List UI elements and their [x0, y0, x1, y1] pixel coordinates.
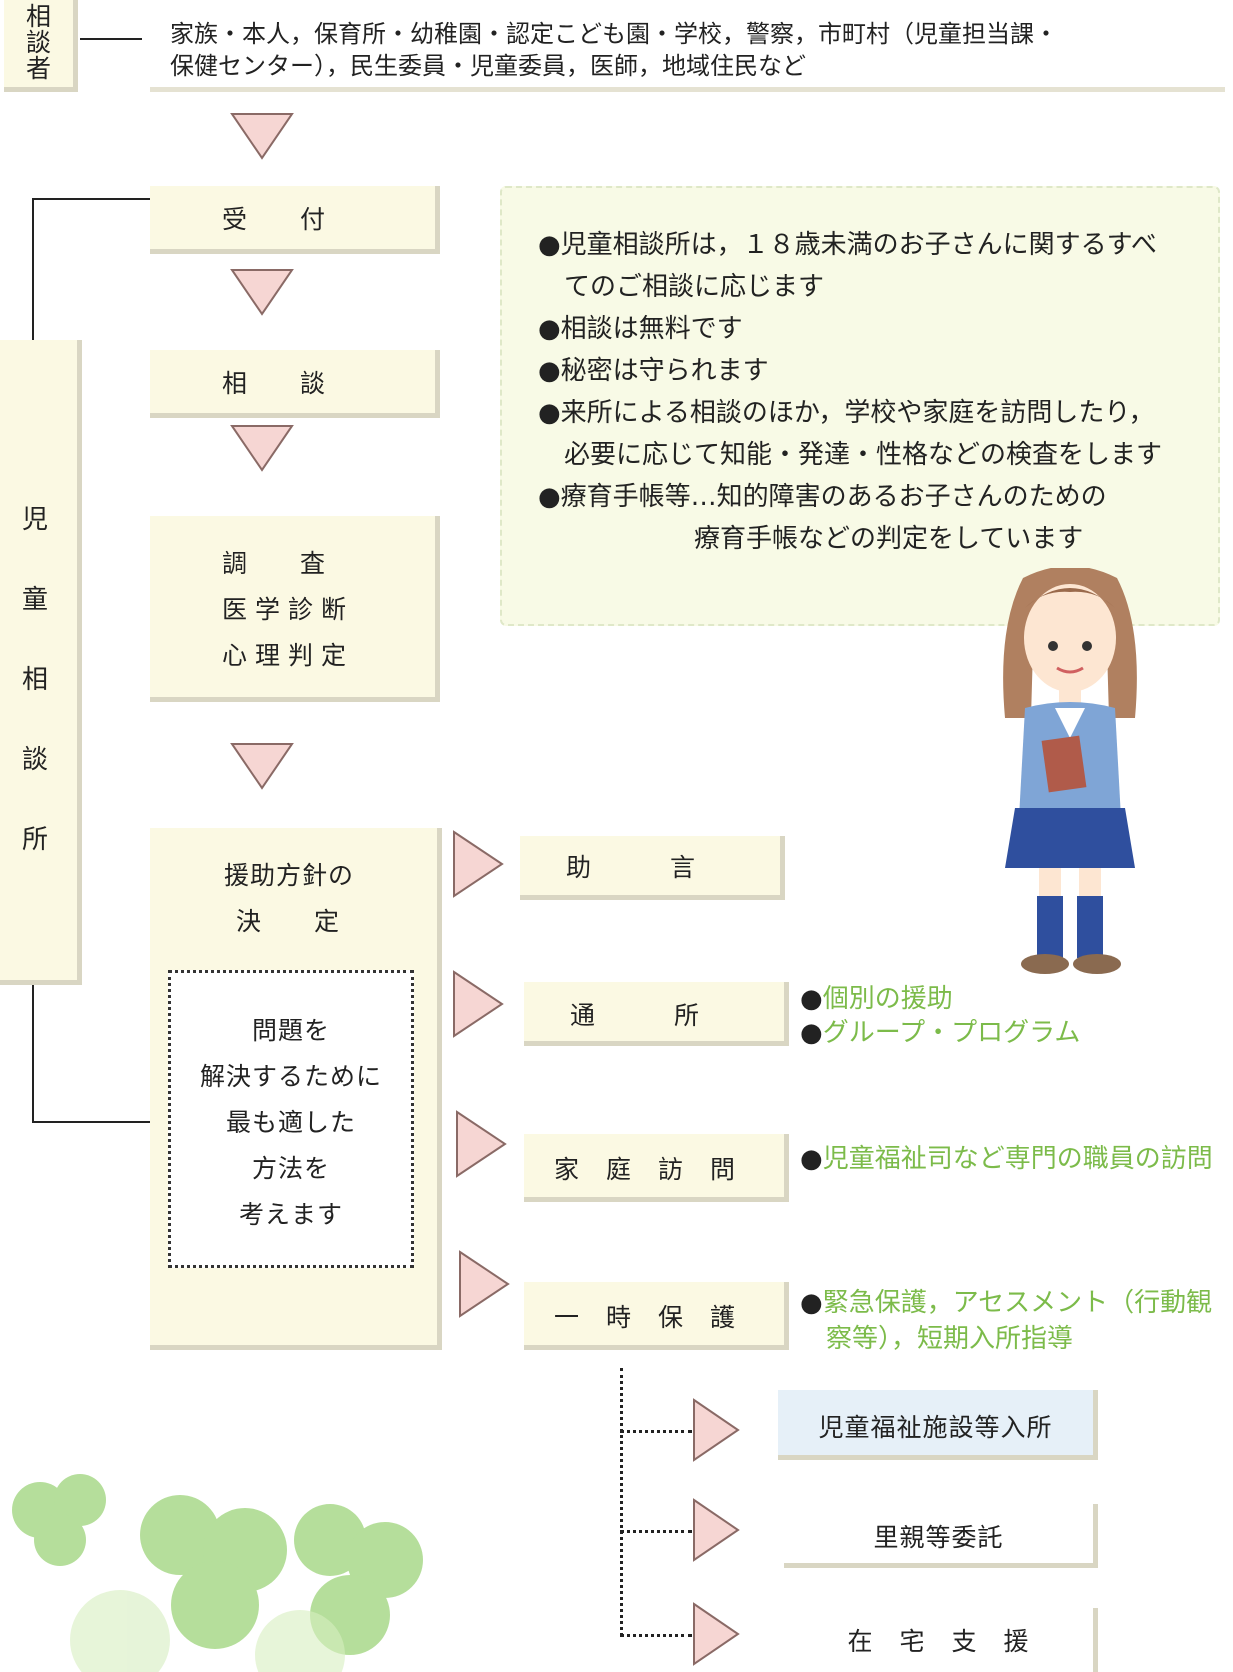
arrow-right-icon — [453, 970, 504, 1038]
step-assessment: 調 査 医学診断 心理判定 — [150, 516, 440, 702]
consulter-connector — [80, 38, 142, 40]
attend-note: ●個別の援助 — [800, 978, 953, 1015]
step-policy-line1: 援助方針の — [224, 861, 355, 890]
bracket-bottom-horizontal — [32, 1121, 150, 1123]
sub-outcome-foster-label: 里親等委託 — [873, 1523, 1004, 1552]
consulter-text-line1: 家族・本人，保育所・幼稚園・認定こども園・学校，警察，市町村（児童担当課・ — [170, 20, 1058, 48]
info-line: 療育手帳などの判定をしています — [538, 524, 1084, 554]
bracket-bottom-vertical — [32, 985, 34, 1122]
bullet-icon: ● — [800, 1144, 823, 1174]
arrow-right-icon — [693, 1602, 740, 1666]
info-line: 必要に応じて知能・発達・性格などの検査をします — [538, 440, 1163, 470]
home-visit-note-text: 児童福祉司など専門の職員の訪問 — [822, 1144, 1213, 1174]
problem-line: 最も適した — [225, 1108, 356, 1137]
outcome-home-visit: 家 庭 訪 問 — [524, 1134, 789, 1202]
arrow-right-icon — [453, 830, 504, 898]
info-line: ●療育手帳等…知的障害のあるお子さんのための — [538, 482, 1107, 512]
step-medical-label: 医学診断 — [222, 595, 355, 624]
consulter-bar — [150, 0, 1225, 92]
clover-decoration-icon — [12, 1474, 423, 1672]
outcome-temp-protection-label: 一 時 保 護 — [554, 1303, 737, 1332]
info-line: ●秘密は守られます — [538, 356, 769, 386]
problem-box: 問題を 解決するために 最も適した 方法を 考えます — [168, 970, 414, 1268]
bullet-icon: ● — [800, 984, 823, 1014]
sub-outcome-foster: 里親等委託 — [784, 1504, 1098, 1568]
problem-line: 方法を — [251, 1154, 330, 1183]
problem-line: 考えます — [238, 1200, 343, 1229]
arrow-down-icon — [230, 425, 294, 472]
consulter-label: 相談者 — [25, 2, 51, 83]
outcome-temp-protection: 一 時 保 護 — [524, 1282, 789, 1350]
step-consultation-label: 相 談 — [222, 369, 327, 398]
bullet-icon: ● — [800, 1018, 823, 1048]
arrow-right-icon — [693, 1498, 740, 1562]
arrow-right-icon — [693, 1398, 740, 1462]
consulter-label-box: 相談者 — [4, 0, 78, 92]
step-policy-line2: 決 定 — [236, 907, 341, 936]
step-reception: 受 付 — [150, 186, 440, 254]
consulter-text-line2: 保健センター），民生委員・児童委員，医師，地域住民など — [170, 52, 806, 80]
temp-note: 察等），短期入所指導 — [826, 1318, 1073, 1355]
info-panel: ●児童相談所は，１８歳未満のお子さんに関するすべ てのご相談に応じます ●相談は… — [500, 186, 1220, 626]
sub-outcome-home-support-label: 在 宅 支 援 — [847, 1627, 1030, 1656]
problem-line: 問題を — [251, 1016, 330, 1045]
step-consultation: 相 談 — [150, 350, 440, 418]
sub-connector — [620, 1530, 692, 1533]
step-policy: 援助方針の 決 定 問題を 解決するために 最も適した 方法を 考えます — [150, 828, 442, 1350]
bracket-top-vertical — [32, 198, 34, 340]
home-visit-note: ●児童福祉司など専門の職員の訪問 — [800, 1138, 1213, 1175]
bracket-top-horizontal — [32, 198, 150, 200]
step-reception-label: 受 付 — [222, 205, 327, 234]
girl-illustration-icon — [1003, 568, 1137, 974]
arrow-down-icon — [230, 269, 294, 316]
problem-line: 解決するために — [199, 1062, 382, 1091]
attend-note-text: 個別の援助 — [822, 984, 953, 1014]
sub-connector-vertical — [620, 1368, 623, 1636]
step-investigation-label: 調 査 — [222, 549, 327, 578]
temp-note-text: 察等），短期入所指導 — [826, 1324, 1074, 1354]
sub-outcome-facility: 児童福祉施設等入所 — [778, 1390, 1098, 1460]
outcome-attend: 通 所 — [524, 982, 789, 1046]
center-label-box: 児童相談所 — [0, 340, 82, 985]
info-line: てのご相談に応じます — [538, 272, 825, 302]
info-line: ●相談は無料です — [538, 314, 743, 344]
outcome-attend-label: 通 所 — [570, 1001, 701, 1030]
sub-connector — [620, 1430, 692, 1433]
arrow-down-icon — [230, 113, 294, 160]
attend-note: ●グループ・プログラム — [800, 1012, 1080, 1049]
sub-outcome-facility-label: 児童福祉施設等入所 — [818, 1413, 1053, 1442]
bullet-icon: ● — [800, 1288, 823, 1318]
temp-note-text: 緊急保護，アセスメント（行動観 — [822, 1288, 1213, 1318]
step-psychology-label: 心理判定 — [222, 641, 355, 670]
sub-connector — [620, 1634, 692, 1637]
attend-note-text: グループ・プログラム — [822, 1018, 1081, 1048]
sub-outcome-home-support: 在 宅 支 援 — [784, 1608, 1098, 1672]
arrow-right-icon — [456, 1110, 507, 1178]
arrow-down-icon — [230, 743, 294, 790]
center-label: 児童相談所 — [21, 505, 48, 855]
arrow-right-icon — [459, 1250, 510, 1318]
outcome-advice: 助 言 — [520, 836, 785, 900]
info-line: ●来所による相談のほか，学校や家庭を訪問したり， — [538, 398, 1155, 428]
info-line: ●児童相談所は，１８歳未満のお子さんに関するすべ — [538, 230, 1157, 260]
temp-note: ●緊急保護，アセスメント（行動観 — [800, 1282, 1212, 1319]
outcome-advice-label: 助 言 — [566, 853, 697, 882]
outcome-home-visit-label: 家 庭 訪 問 — [554, 1155, 737, 1184]
